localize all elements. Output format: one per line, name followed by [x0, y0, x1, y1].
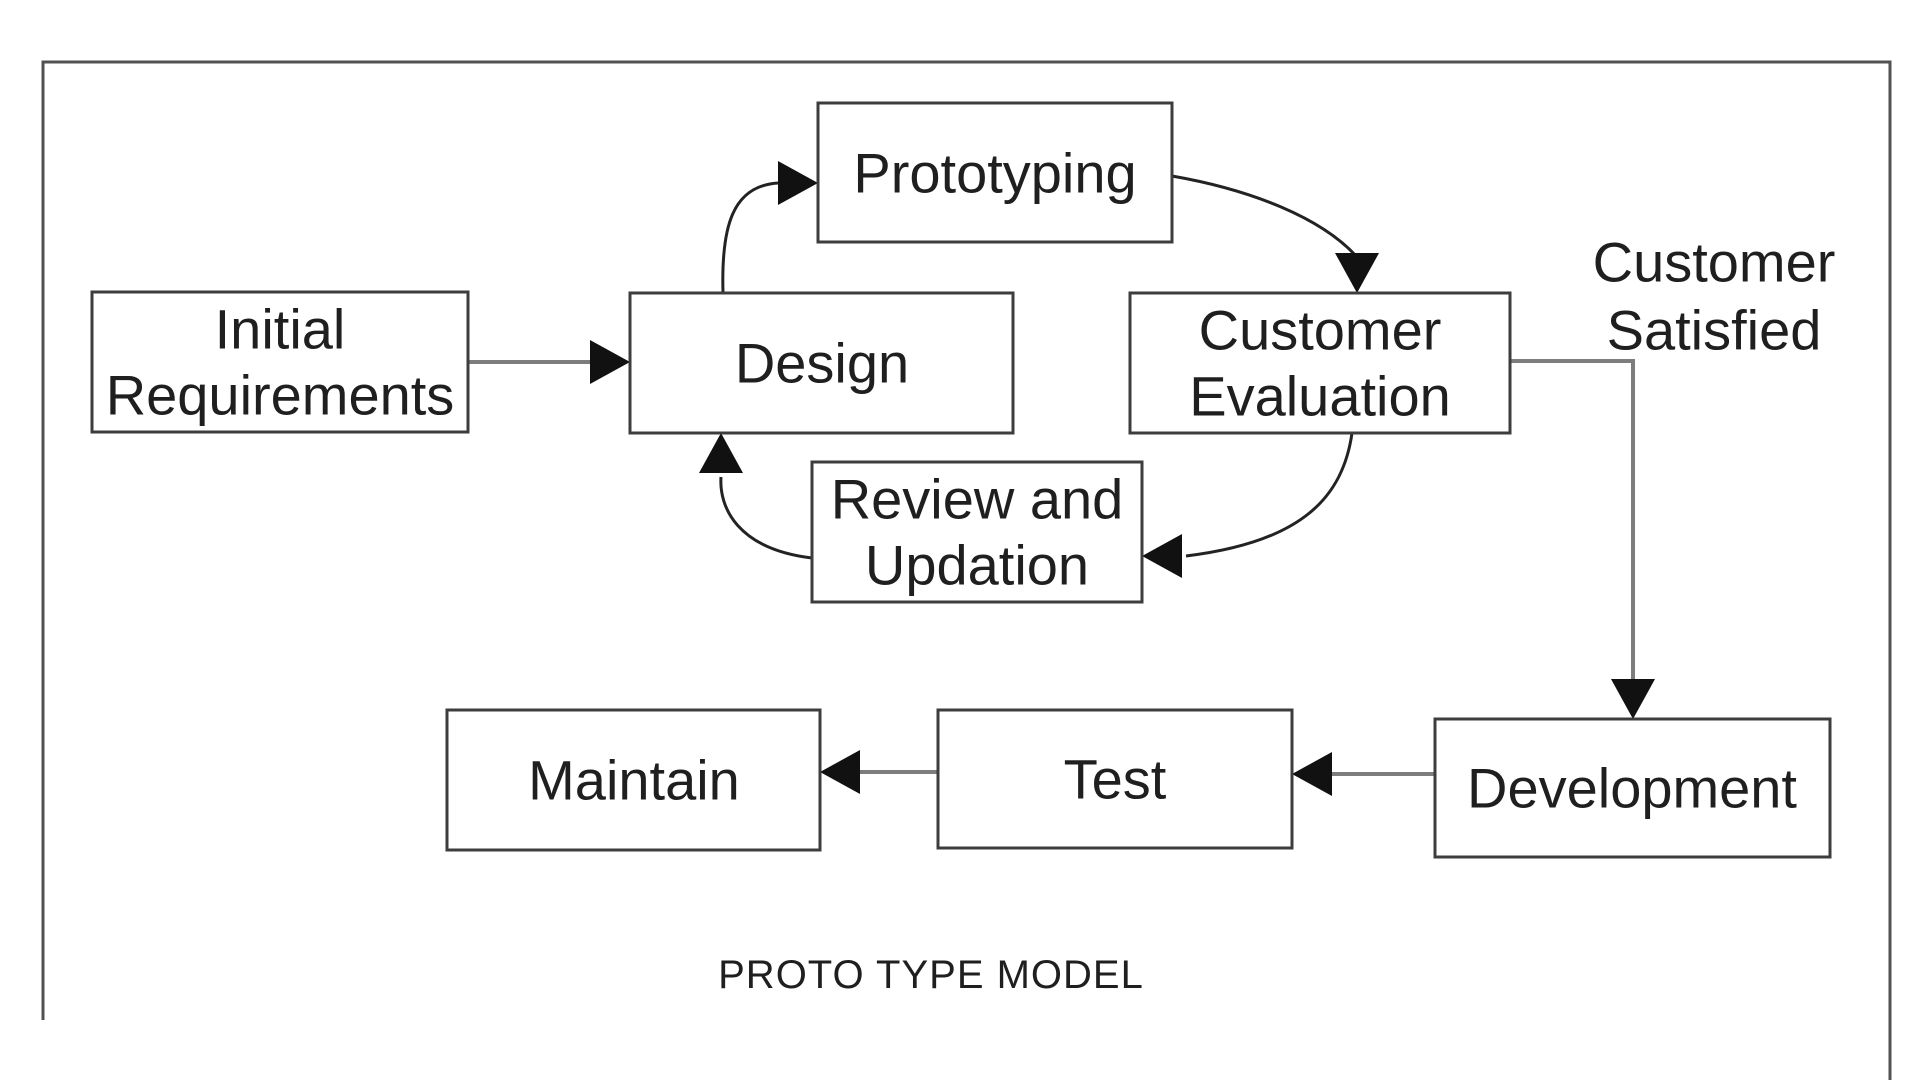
node-development: Development — [1433, 717, 1832, 859]
arrowhead-into-prototyping-left — [778, 161, 818, 205]
node-maintain-box — [445, 708, 822, 852]
node-test-label: Test — [1064, 748, 1167, 811]
node-review-and-updation-label-line2: Updation — [865, 534, 1089, 597]
node-customer-evaluation-box — [1128, 291, 1512, 435]
arrow-reviewupd-to-design-curve — [719, 476, 813, 560]
arrowhead-into-development-top — [1611, 679, 1655, 719]
node-initial-requirements: Initial Requirements — [90, 290, 470, 434]
arrow-custeval-to-development-elbow — [1510, 359, 1635, 683]
arrowhead-into-maintain-right — [820, 750, 860, 794]
arrow-design-to-prototyping-curve — [721, 181, 779, 294]
node-design-label: Design — [735, 332, 909, 395]
arrow-custeval-to-reviewupd-curve — [1185, 432, 1354, 558]
node-customer-evaluation-label-line1: Customer — [1199, 299, 1442, 362]
node-development-label: Development — [1467, 757, 1797, 820]
node-prototyping-box — [816, 101, 1174, 244]
node-initial-requirements-label-line2: Requirements — [106, 364, 455, 427]
node-customer-evaluation: Customer Evaluation — [1128, 291, 1512, 435]
arrowhead-into-custeval-top — [1335, 253, 1379, 293]
node-prototyping: Prototyping — [816, 101, 1174, 244]
arrowhead-into-test-right — [1292, 752, 1332, 796]
arrow-prototyping-to-custeval-curve — [1171, 174, 1359, 259]
node-prototyping-label: Prototyping — [853, 142, 1136, 205]
node-maintain-label: Maintain — [528, 749, 740, 812]
node-maintain: Maintain — [445, 708, 822, 852]
node-initial-requirements-label-line1: Initial — [215, 298, 346, 361]
node-test: Test — [936, 708, 1294, 850]
node-review-and-updation-label-line1: Review and — [831, 468, 1124, 531]
node-initial-requirements-box — [90, 290, 470, 434]
node-development-box — [1433, 717, 1832, 859]
customer-satisfied-label-line2: Satisfied — [1607, 299, 1822, 362]
node-design-box — [628, 291, 1015, 435]
diagram-title: PROTO TYPE MODEL — [718, 953, 1144, 997]
node-customer-evaluation-label-line2: Evaluation — [1189, 365, 1451, 428]
node-review-and-updation: Review and Updation — [810, 460, 1144, 604]
diagram-frame — [41, 60, 1892, 1080]
node-review-and-updation-box — [810, 460, 1144, 604]
arrowhead-into-design-bottom — [699, 433, 743, 473]
arrowhead-into-reviewupd-right — [1142, 534, 1182, 578]
arrowhead-into-design-left — [590, 340, 630, 384]
node-design: Design — [628, 291, 1015, 435]
customer-satisfied-label-line1: Customer — [1593, 231, 1836, 294]
node-test-box — [936, 708, 1294, 850]
